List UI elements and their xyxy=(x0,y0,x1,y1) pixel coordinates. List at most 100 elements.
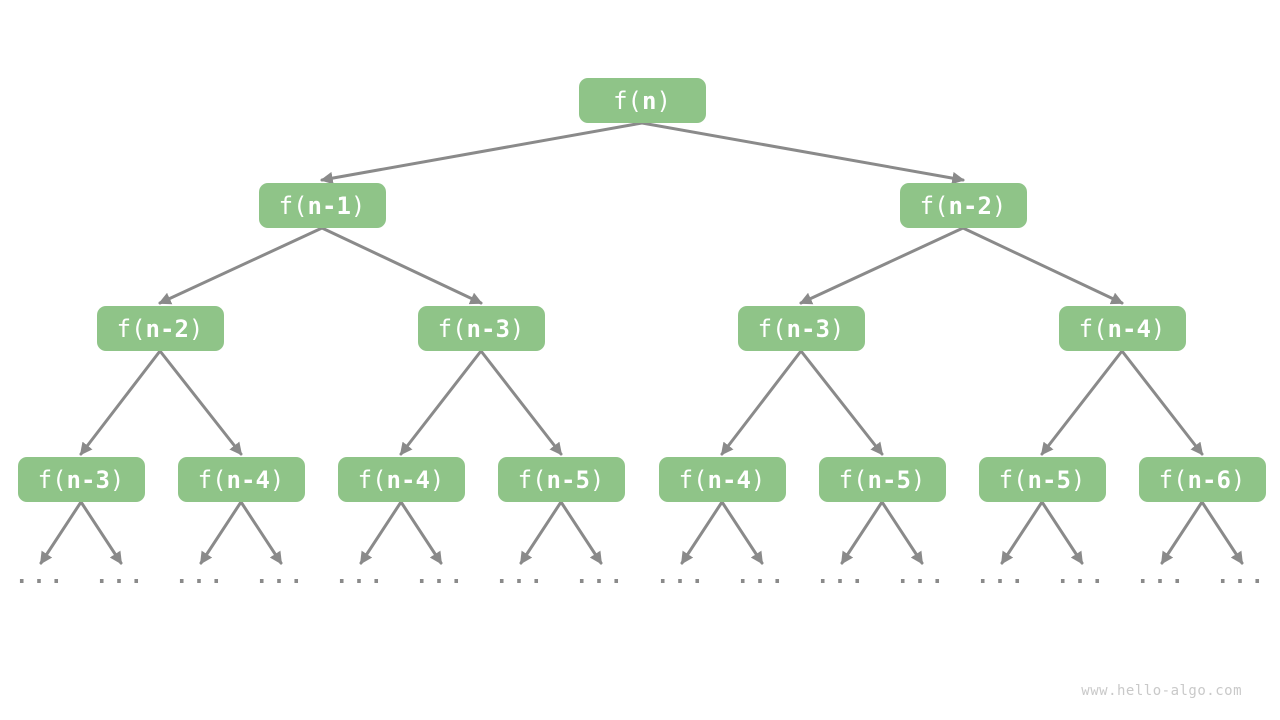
edge-arrow xyxy=(799,226,965,305)
node-label-suffix: ) xyxy=(589,465,605,494)
tree-node-n7: f(n-3) xyxy=(17,457,145,502)
node-label-suffix: ) xyxy=(910,465,926,494)
ellipsis-leaf: ... xyxy=(1056,564,1108,589)
edge-arrow xyxy=(158,226,324,305)
ellipsis-leaf: ... xyxy=(335,564,387,589)
node-label-suffix: ) xyxy=(1070,465,1086,494)
node-label-prefix: f( xyxy=(1078,314,1108,343)
ellipsis-leaf: ... xyxy=(15,564,67,589)
tree-node-n12: f(n-5) xyxy=(818,457,946,502)
ellipsis-leaf: ... xyxy=(736,564,788,589)
edge-arrow xyxy=(1120,349,1204,456)
node-label-suffix: ) xyxy=(509,314,525,343)
node-label-prefix: f( xyxy=(678,465,708,494)
ellipsis-leaf: ... xyxy=(1216,564,1268,589)
ellipsis-leaf: ... xyxy=(816,564,868,589)
node-label-variable: n-3 xyxy=(66,465,110,494)
node-label-suffix: ) xyxy=(188,314,204,343)
ellipsis-leaf: ... xyxy=(656,564,708,589)
node-label-prefix: f( xyxy=(1158,465,1188,494)
node-label-variable: n-3 xyxy=(466,314,510,343)
node-label-variable: n-2 xyxy=(145,314,189,343)
tree-node-n14: f(n-6) xyxy=(1138,457,1266,502)
edge-arrow xyxy=(680,500,724,565)
edge-arrow xyxy=(239,500,283,565)
node-label-variable: n-4 xyxy=(1107,314,1151,343)
ellipsis-leaf: ... xyxy=(415,564,467,589)
node-label-variable: n-2 xyxy=(948,191,992,220)
tree-node-n11: f(n-4) xyxy=(658,457,786,502)
edge-arrow xyxy=(399,500,443,565)
tree-node-n6: f(n-4) xyxy=(1058,306,1186,351)
edge-arrow xyxy=(479,349,563,456)
edge-arrow xyxy=(640,121,965,185)
node-label-prefix: f( xyxy=(357,465,387,494)
edge-arrow xyxy=(39,500,83,565)
ellipsis-leaf: ... xyxy=(976,564,1028,589)
node-label-variable: n-5 xyxy=(867,465,911,494)
tree-node-n8: f(n-4) xyxy=(177,457,305,502)
tree-node-n3: f(n-2) xyxy=(96,306,224,351)
tree-node-n13: f(n-5) xyxy=(978,457,1106,502)
node-label-suffix: ) xyxy=(656,86,671,115)
tree-node-n10: f(n-5) xyxy=(497,457,625,502)
edge-arrow xyxy=(720,500,764,565)
node-label-prefix: f( xyxy=(838,465,868,494)
node-label-variable: n-4 xyxy=(386,465,430,494)
edge-arrow xyxy=(559,500,603,565)
ellipsis-leaf: ... xyxy=(1136,564,1188,589)
node-label-variable: n-3 xyxy=(786,314,830,343)
edge-arrow xyxy=(158,349,243,456)
node-label-prefix: f( xyxy=(437,314,467,343)
node-label-suffix: ) xyxy=(829,314,845,343)
tree-node-n9: f(n-4) xyxy=(337,457,465,502)
node-label-variable: n-4 xyxy=(707,465,751,494)
edge-arrow xyxy=(961,226,1124,305)
node-label-variable: n-5 xyxy=(1027,465,1071,494)
edge-arrow xyxy=(199,500,243,565)
tree-node-n4: f(n-3) xyxy=(417,306,545,351)
node-label-variable: n-5 xyxy=(546,465,590,494)
edge-arrow xyxy=(1160,500,1204,565)
edge-arrow xyxy=(320,121,644,185)
node-label-prefix: f( xyxy=(517,465,547,494)
node-label-suffix: ) xyxy=(1150,314,1166,343)
node-label-suffix: ) xyxy=(269,465,285,494)
node-label-prefix: f( xyxy=(919,191,949,220)
node-label-prefix: f( xyxy=(998,465,1028,494)
node-label-suffix: ) xyxy=(1230,465,1246,494)
edge-arrow xyxy=(1040,500,1084,565)
node-label-variable: n-6 xyxy=(1187,465,1231,494)
tree-node-n0: f(n) xyxy=(578,78,706,123)
node-label-prefix: f( xyxy=(197,465,227,494)
edge-arrow xyxy=(399,349,483,456)
ellipsis-leaf: ... xyxy=(896,564,948,589)
ellipsis-leaf: ... xyxy=(175,564,227,589)
edge-arrow xyxy=(720,349,803,456)
edge-arrow xyxy=(79,500,123,565)
ellipsis-leaf: ... xyxy=(95,564,147,589)
edge-arrow xyxy=(519,500,563,565)
edge-arrow xyxy=(359,500,403,565)
node-label-prefix: f( xyxy=(116,314,146,343)
edge-arrow xyxy=(880,500,924,565)
tree-node-n2: f(n-2) xyxy=(899,183,1027,228)
node-label-suffix: ) xyxy=(750,465,766,494)
node-label-suffix: ) xyxy=(350,191,366,220)
edge-arrow xyxy=(840,500,884,565)
node-label-prefix: f( xyxy=(278,191,308,220)
edge-arrow xyxy=(79,349,162,456)
edge-arrow xyxy=(799,349,884,456)
node-label-suffix: ) xyxy=(991,191,1007,220)
tree-node-n1: f(n-1) xyxy=(258,183,386,228)
edge-arrow xyxy=(1000,500,1044,565)
edge-arrow xyxy=(320,226,483,305)
edge-arrow xyxy=(1040,349,1124,456)
tree-node-n5: f(n-3) xyxy=(737,306,865,351)
node-label-variable: n-4 xyxy=(226,465,270,494)
node-label-prefix: f( xyxy=(37,465,67,494)
node-label-suffix: ) xyxy=(429,465,445,494)
node-label-prefix: f( xyxy=(757,314,787,343)
ellipsis-leaf: ... xyxy=(255,564,307,589)
